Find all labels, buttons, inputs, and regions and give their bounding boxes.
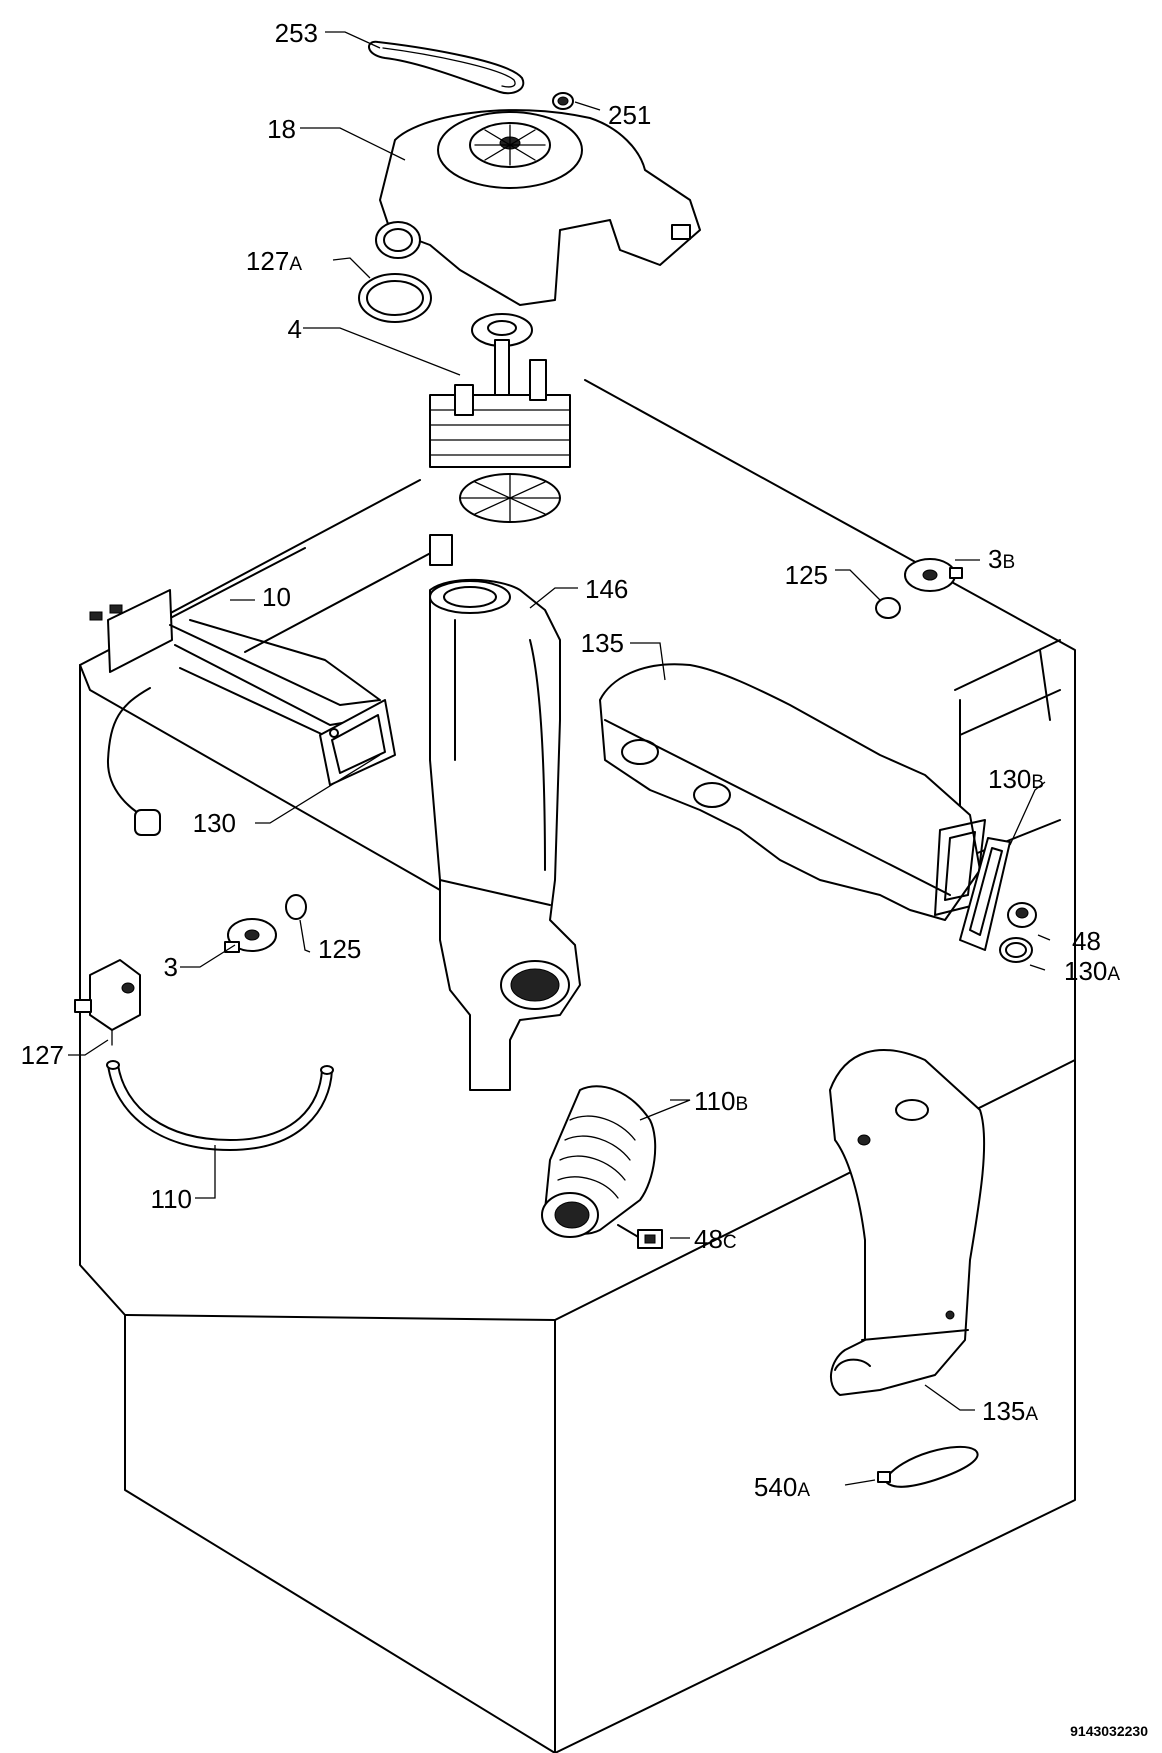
document-id: 9143032230 [1070, 1723, 1148, 1739]
seal-ring-127A [358, 273, 432, 323]
label-135: 135 [581, 628, 624, 658]
label-130: 130 [193, 808, 236, 838]
sensor-48C [617, 1224, 663, 1249]
gasket-130 [319, 699, 396, 786]
gasket-130B [959, 837, 1011, 951]
seal-130A [999, 937, 1033, 963]
strap-540A [877, 1445, 979, 1488]
label-127A: 127A [246, 246, 302, 276]
heating-element-10 [89, 534, 453, 836]
label-125-top: 125 [785, 560, 828, 590]
hose-110 [106, 1060, 334, 1151]
air-duct-146 [429, 578, 581, 1091]
label-125: 125 [318, 934, 361, 964]
o-ring-125-top [875, 597, 901, 619]
label-48C: 48C [694, 1224, 737, 1254]
label-3B: 3B [988, 544, 1015, 574]
label-540A: 540A [754, 1472, 810, 1502]
label-130A: 130A [1064, 956, 1120, 986]
label-18: 18 [267, 114, 296, 144]
bushing-251 [552, 92, 574, 110]
label-130B: 130B [988, 764, 1044, 794]
plug-48 [1007, 902, 1037, 928]
label-253: 253 [275, 18, 318, 48]
thermostat-3B [904, 558, 963, 592]
label-4: 4 [288, 314, 302, 344]
label-3: 3 [164, 952, 178, 982]
label-110: 110 [151, 1184, 192, 1214]
air-duct-135A [829, 1049, 986, 1396]
part-labels: 253 251 18 127A 4 125 3B 10 146 135 130B… [21, 18, 1121, 1502]
drive-belt-253 [368, 40, 525, 95]
label-127: 127 [21, 1040, 64, 1070]
fan-housing-18 [375, 109, 701, 306]
label-110B: 110B [694, 1086, 748, 1116]
label-48: 48 [1072, 926, 1101, 956]
label-135A: 135A [982, 1396, 1038, 1426]
label-146: 146 [585, 574, 628, 604]
air-duct-135 [599, 663, 986, 921]
o-ring-125 [285, 894, 307, 920]
pressure-switch-127 [74, 959, 141, 1046]
motor-4 [429, 313, 571, 523]
label-10: 10 [262, 582, 291, 612]
label-251: 251 [608, 100, 651, 130]
leader-lines [68, 31, 1051, 1486]
bellows-110B [541, 1085, 657, 1238]
